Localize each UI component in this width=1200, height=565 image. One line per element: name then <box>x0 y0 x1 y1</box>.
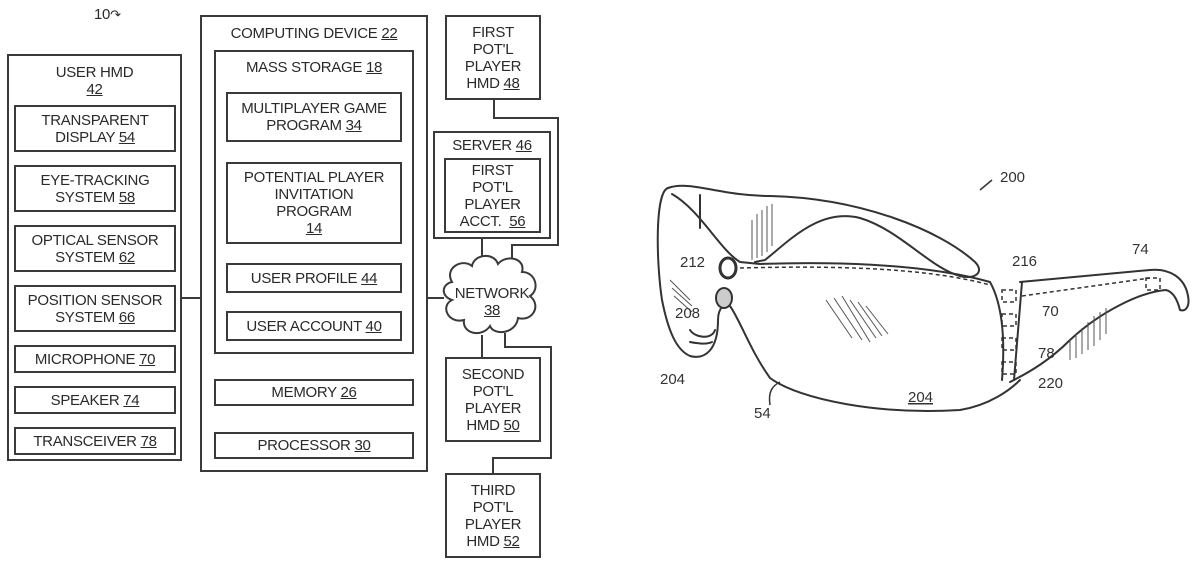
label-sensor-208: 208 <box>675 305 700 322</box>
label-module-216: 216 <box>1012 253 1037 270</box>
label-microphone-70: 70 <box>1042 303 1059 320</box>
label-display-54: 54 <box>754 405 771 422</box>
label-camera-212: 212 <box>680 254 705 271</box>
glasses-figure-ref: 200 <box>1000 169 1025 186</box>
ref-arrow-icon <box>980 180 992 190</box>
label-speaker-74: 74 <box>1132 241 1149 258</box>
speaker-module-74 <box>1146 278 1160 290</box>
label-module-220: 220 <box>1038 375 1063 392</box>
label-transceiver-78: 78 <box>1038 345 1055 362</box>
sensor-icon <box>716 288 732 308</box>
microphone-module-70 <box>1002 314 1016 326</box>
sensor-module-216 <box>1002 290 1016 302</box>
near-temple-arm <box>1010 270 1189 382</box>
label-frame-204: 204 <box>660 371 685 388</box>
display-pointer-arrow-icon <box>769 382 780 405</box>
camera-icon <box>720 258 736 278</box>
frame-left-edge <box>658 188 1020 411</box>
label-lens-204: 204 <box>908 389 933 406</box>
